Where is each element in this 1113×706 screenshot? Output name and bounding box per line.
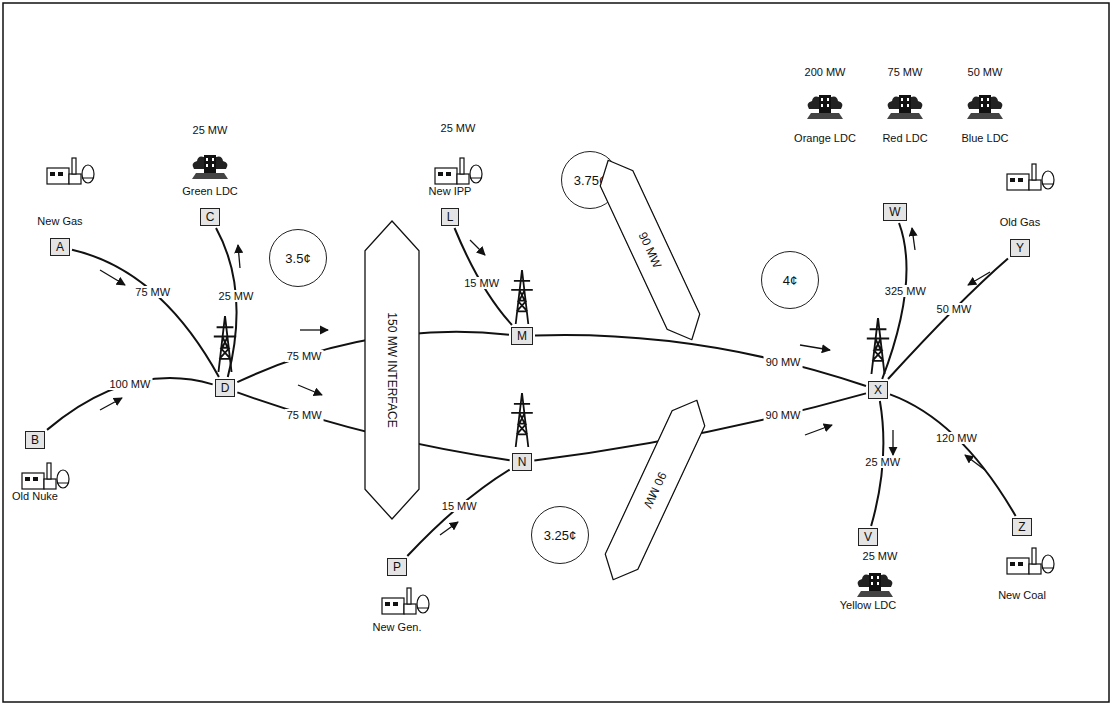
flow-label: 25 MW bbox=[217, 290, 256, 302]
letter-box: M bbox=[511, 327, 533, 345]
flow-label: 15 MW bbox=[440, 500, 479, 512]
letter-box: BOld Nuke bbox=[25, 431, 45, 449]
flow-label: 325 MW bbox=[883, 285, 928, 297]
station-name: Green LDC bbox=[180, 185, 240, 197]
band-label: 150 MW INTERFACE bbox=[385, 312, 399, 427]
flow-label: 15 MW bbox=[462, 277, 501, 289]
letter-box: X bbox=[868, 381, 888, 399]
flow-label: 75 MW bbox=[133, 286, 172, 298]
node-letter: X bbox=[874, 383, 882, 397]
transmission-line bbox=[407, 470, 509, 556]
price-circle: 3.25¢ bbox=[531, 506, 589, 564]
node-letter: N bbox=[518, 455, 527, 469]
flow-label: 100 MW bbox=[107, 378, 152, 390]
letter-box: VYellow LDC bbox=[858, 528, 878, 546]
load-label: 25 MW bbox=[439, 122, 478, 134]
transmission-line bbox=[882, 223, 906, 379]
interface-band: 90 MW bbox=[596, 391, 715, 588]
price-text: 3.5¢ bbox=[285, 251, 310, 266]
transmission-line bbox=[888, 258, 1008, 379]
price-text: 4¢ bbox=[783, 273, 797, 288]
letter-box: ANew Gas bbox=[50, 238, 70, 256]
station-name: Old Nuke bbox=[10, 490, 60, 502]
load-label: 200 MW bbox=[803, 66, 848, 78]
letter-box: W bbox=[883, 203, 906, 221]
transmission-line bbox=[47, 378, 213, 430]
load-label: 25 MW bbox=[191, 124, 230, 136]
price-circle: 4¢ bbox=[761, 251, 819, 309]
node-letter: B bbox=[31, 433, 39, 447]
station-name: Old Gas bbox=[998, 216, 1042, 228]
flow-label: 50 MW bbox=[935, 303, 974, 315]
interface-band: 90 MW bbox=[591, 151, 710, 348]
node-letter: M bbox=[517, 329, 527, 343]
node-letter: W bbox=[889, 205, 900, 219]
node-letter: C bbox=[206, 210, 215, 224]
interface-band: 150 MW INTERFACE bbox=[364, 220, 420, 520]
price-text: 3.25¢ bbox=[544, 528, 577, 543]
node-letter: V bbox=[864, 530, 872, 544]
node-letter: L bbox=[447, 210, 454, 224]
letter-box: YOld Gas bbox=[1010, 239, 1030, 257]
flow-label: 75 MW bbox=[285, 350, 324, 362]
flow-label: 120 MW bbox=[934, 432, 979, 444]
load-label: 50 MW bbox=[966, 66, 1005, 78]
load-label: Red LDC bbox=[880, 132, 929, 144]
load-label: 75 MW bbox=[886, 66, 925, 78]
station-name: Yellow LDC bbox=[838, 599, 898, 611]
load-label: Blue LDC bbox=[959, 132, 1010, 144]
station-name: New Gen. bbox=[371, 621, 424, 633]
transmission-line bbox=[455, 228, 512, 325]
flow-label: 75 MW bbox=[285, 409, 324, 421]
flow-label: 25 MW bbox=[863, 456, 902, 468]
letter-box: N bbox=[512, 453, 533, 471]
price-circle: 3.5¢ bbox=[269, 229, 327, 287]
letter-box: LNew IPP bbox=[441, 208, 460, 226]
node-letter: Z bbox=[1018, 520, 1025, 534]
transmission-line bbox=[890, 394, 1016, 516]
node-letter: Y bbox=[1016, 241, 1024, 255]
transmission-line bbox=[216, 228, 237, 377]
flow-label: 90 MW bbox=[764, 409, 803, 421]
letter-box: PNew Gen. bbox=[387, 558, 407, 576]
letter-box: ZNew Coal bbox=[1012, 518, 1031, 536]
letter-box: D bbox=[215, 379, 236, 397]
load-label: 25 MW bbox=[861, 550, 900, 562]
flow-label: 90 MW bbox=[764, 356, 803, 368]
station-name: New Gas bbox=[35, 215, 84, 227]
station-name: New Coal bbox=[996, 589, 1048, 601]
transmission-line bbox=[535, 335, 866, 386]
station-name: New IPP bbox=[427, 185, 474, 197]
node-letter: P bbox=[393, 560, 401, 574]
load-label: Orange LDC bbox=[792, 132, 858, 144]
node-letter: A bbox=[56, 240, 64, 254]
node-letter: D bbox=[221, 381, 230, 395]
letter-box: CGreen LDC bbox=[200, 208, 221, 226]
transmission-line bbox=[72, 250, 219, 377]
